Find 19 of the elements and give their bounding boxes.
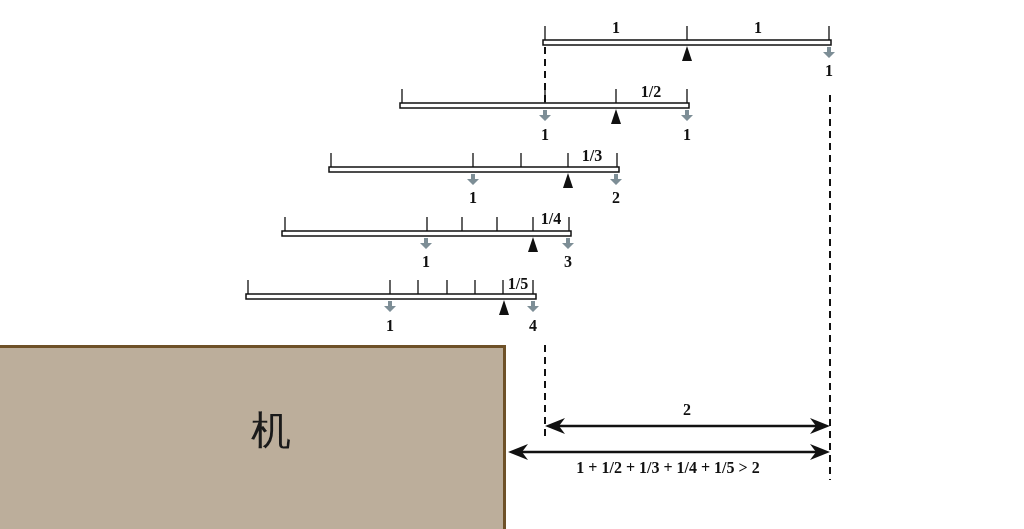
load-label: 1 — [469, 189, 477, 207]
load-label: 1 — [422, 253, 430, 271]
table-label: 机 — [251, 408, 291, 452]
overhang-label: 1/3 — [581, 147, 603, 165]
dimension-label: 1 + 1/2 + 1/3 + 1/4 + 1/5 > 2 — [576, 459, 760, 477]
overhang-label: 1/4 — [540, 210, 562, 228]
load-label: 4 — [529, 317, 537, 335]
load-label: 2 — [612, 189, 620, 207]
length-label: 1 — [754, 19, 762, 37]
load-label: 1 — [683, 126, 691, 144]
load-label: 1 — [541, 126, 549, 144]
overhang-label: 1/2 — [640, 83, 662, 101]
table-block — [0, 345, 506, 529]
dimension-label: 2 — [683, 401, 691, 419]
load-label: 3 — [564, 253, 572, 271]
overhang-label: 1/5 — [507, 275, 529, 293]
load-label: 1 — [386, 317, 394, 335]
load-label: 1 — [825, 62, 833, 80]
length-label: 1 — [612, 19, 620, 37]
